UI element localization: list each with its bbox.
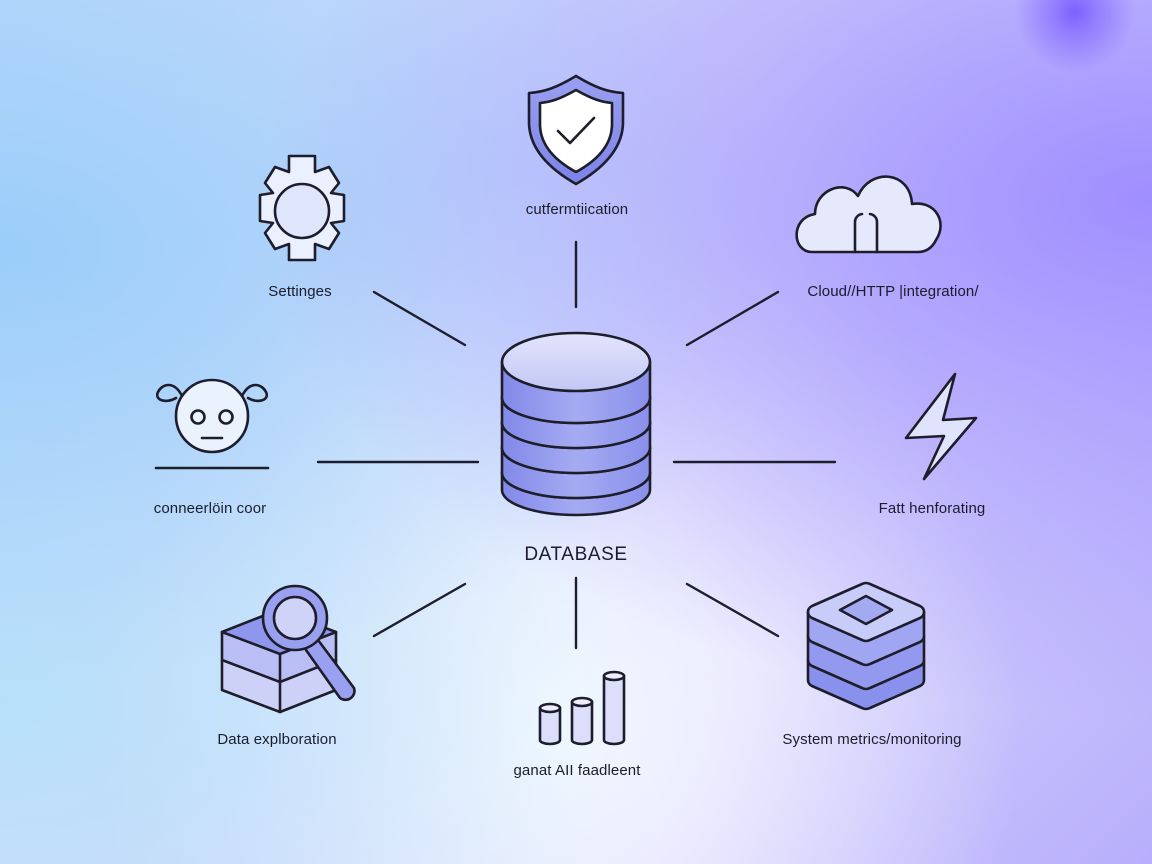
node-label-monitoring: System metrics/monitoring [782,731,962,748]
node-label-ai: ganat AII faadleent [513,762,641,779]
lightning-icon [904,372,978,481]
node-label-exploration: Data explboration [217,731,337,748]
database-icon [500,331,652,517]
magnifier-box-icon [220,584,356,714]
robot-face-icon [154,378,270,470]
node-label-cloud: Cloud//HTTP |integration/ [807,283,979,300]
connector-cloud [685,290,780,347]
node-label-settings: Settinges [268,283,332,300]
connector-settings [372,290,467,347]
node-label-connection: conneerlöin coor [153,500,267,517]
node-label-auth: cutfermtiication [525,201,629,218]
gear-icon [258,154,346,262]
node-label-performance: Fatt henforating [878,500,986,517]
connector-monitoring [685,582,780,638]
connector-lines [316,240,837,650]
cloud-icon [795,175,942,254]
server-stack-icon [806,581,926,711]
connector-exploration [372,582,467,638]
shield-check-icon [527,74,625,186]
center-label: DATABASE [524,544,628,565]
bar-cylinders-icon [538,670,626,746]
